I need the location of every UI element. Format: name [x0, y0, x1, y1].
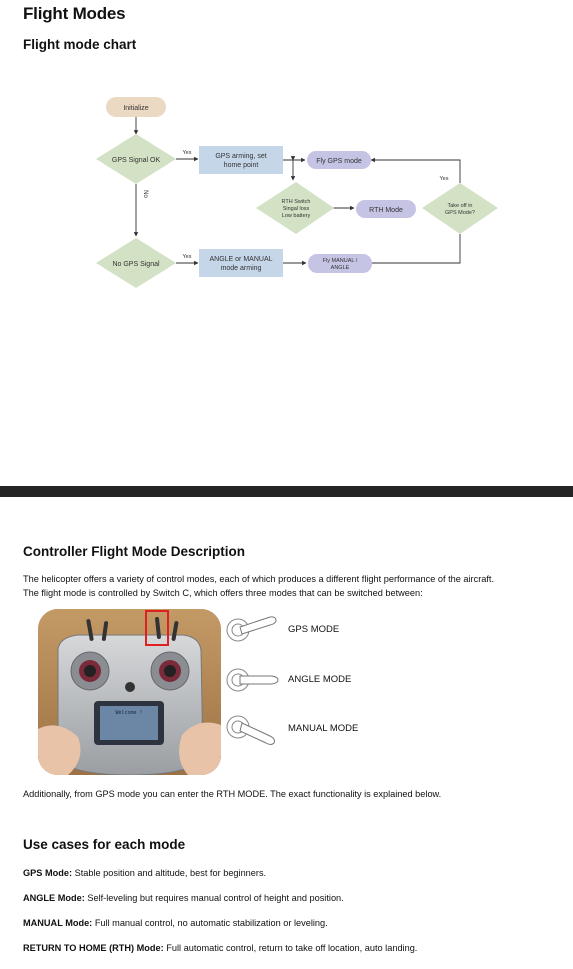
use-case-manual-text: Full manual control, no automatic stabil…	[94, 918, 328, 928]
controller-photo: Welcome !	[38, 609, 221, 775]
switch-middle-icon	[226, 668, 279, 692]
angle-arming-node	[199, 249, 283, 277]
gps-arming-label-1: GPS arming, set	[215, 153, 266, 160]
edge-label-no: No	[142, 190, 148, 198]
fly-manual-label-2: ANGLE	[331, 265, 350, 271]
takeoff-gps-node	[422, 183, 498, 234]
edge-label-yes-right: Yes	[440, 176, 449, 182]
controller-screen-text: Welcome !	[115, 710, 142, 716]
rth-mode-node	[356, 200, 416, 218]
angle-arming-label-1: ANGLE or MANUAL	[209, 256, 272, 263]
flight-mode-flowchart: Initialize GPS Signal OK GPS arming, set…	[96, 97, 498, 288]
switch-manual-mode: MANUAL MODE	[226, 710, 426, 748]
controller-section-title: Controller Flight Mode Description	[23, 544, 245, 559]
switch-down-icon	[226, 715, 275, 745]
rth-mode-label: RTH Mode	[369, 207, 403, 214]
rth-switch-label-1: RTH Switch	[282, 199, 311, 205]
use-case-gps: GPS Mode: Stable position and altitude, …	[23, 866, 266, 880]
use-case-rth: RETURN TO HOME (RTH) Mode: Full automati…	[23, 941, 417, 955]
no-gps-label: No GPS Signal	[112, 261, 160, 268]
use-case-manual: MANUAL Mode: Full manual control, no aut…	[23, 916, 328, 930]
initialize-label: Initialize	[123, 105, 148, 112]
manual-mode-label: MANUAL MODE	[288, 723, 359, 734]
use-case-angle-text: Self-leveling but requires manual contro…	[87, 893, 344, 903]
fly-manual-label-1: Fly MANUAL /	[323, 258, 358, 264]
no-gps-node	[96, 238, 176, 288]
use-case-gps-label: GPS Mode:	[23, 868, 73, 878]
rth-switch-label-3: Low battery	[282, 213, 311, 219]
flowchart-edges	[133, 116, 461, 266]
takeoff-label-1: Take off in	[448, 203, 473, 209]
section-divider	[0, 486, 573, 497]
switch-c-highlight	[145, 610, 169, 646]
initialize-node	[106, 97, 166, 117]
switch-angle-mode: ANGLE MODE	[226, 661, 426, 699]
use-case-manual-label: MANUAL Mode:	[23, 918, 93, 928]
takeoff-label-2: GPS Mode?	[445, 210, 475, 216]
switch-up-icon	[226, 616, 277, 642]
angle-mode-label: ANGLE MODE	[288, 674, 352, 685]
use-case-gps-text: Stable position and altitude, best for b…	[74, 868, 267, 878]
edge-label-yes-top: Yes	[183, 150, 192, 156]
use-cases-title: Use cases for each mode	[23, 837, 186, 852]
gps-signal-ok-node	[96, 134, 176, 184]
rth-switch-label-2: Singal loss	[283, 206, 310, 212]
gps-arming-node	[199, 146, 283, 174]
chart-title: Flight mode chart	[23, 37, 137, 52]
gps-signal-ok-label: GPS Signal OK	[112, 157, 161, 164]
switch-gps-mode: GPS MODE	[226, 611, 426, 649]
additional-text: Additionally, from GPS mode you can ente…	[23, 789, 442, 799]
gps-arming-label-2: home point	[224, 162, 259, 169]
controller-intro-line-2: The flight mode is controlled by Switch …	[23, 588, 423, 598]
controller-intro-line-1: The helicopter offers a variety of contr…	[23, 574, 495, 584]
fly-gps-label: Fly GPS mode	[316, 158, 362, 165]
angle-arming-label-2: mode arming	[221, 265, 262, 272]
use-case-rth-label: RETURN TO HOME (RTH) Mode:	[23, 943, 164, 953]
gps-mode-label: GPS MODE	[288, 624, 340, 635]
rth-switch-node	[256, 182, 334, 234]
fly-manual-node	[308, 254, 372, 273]
use-case-rth-text: Full automatic control, return to take o…	[166, 943, 418, 953]
edge-label-yes-bottom: Yes	[183, 254, 192, 260]
page-title: Flight Modes	[23, 4, 126, 23]
use-case-angle: ANGLE Mode: Self-leveling but requires m…	[23, 891, 344, 905]
use-case-angle-label: ANGLE Mode:	[23, 893, 85, 903]
fly-gps-node	[307, 151, 371, 169]
